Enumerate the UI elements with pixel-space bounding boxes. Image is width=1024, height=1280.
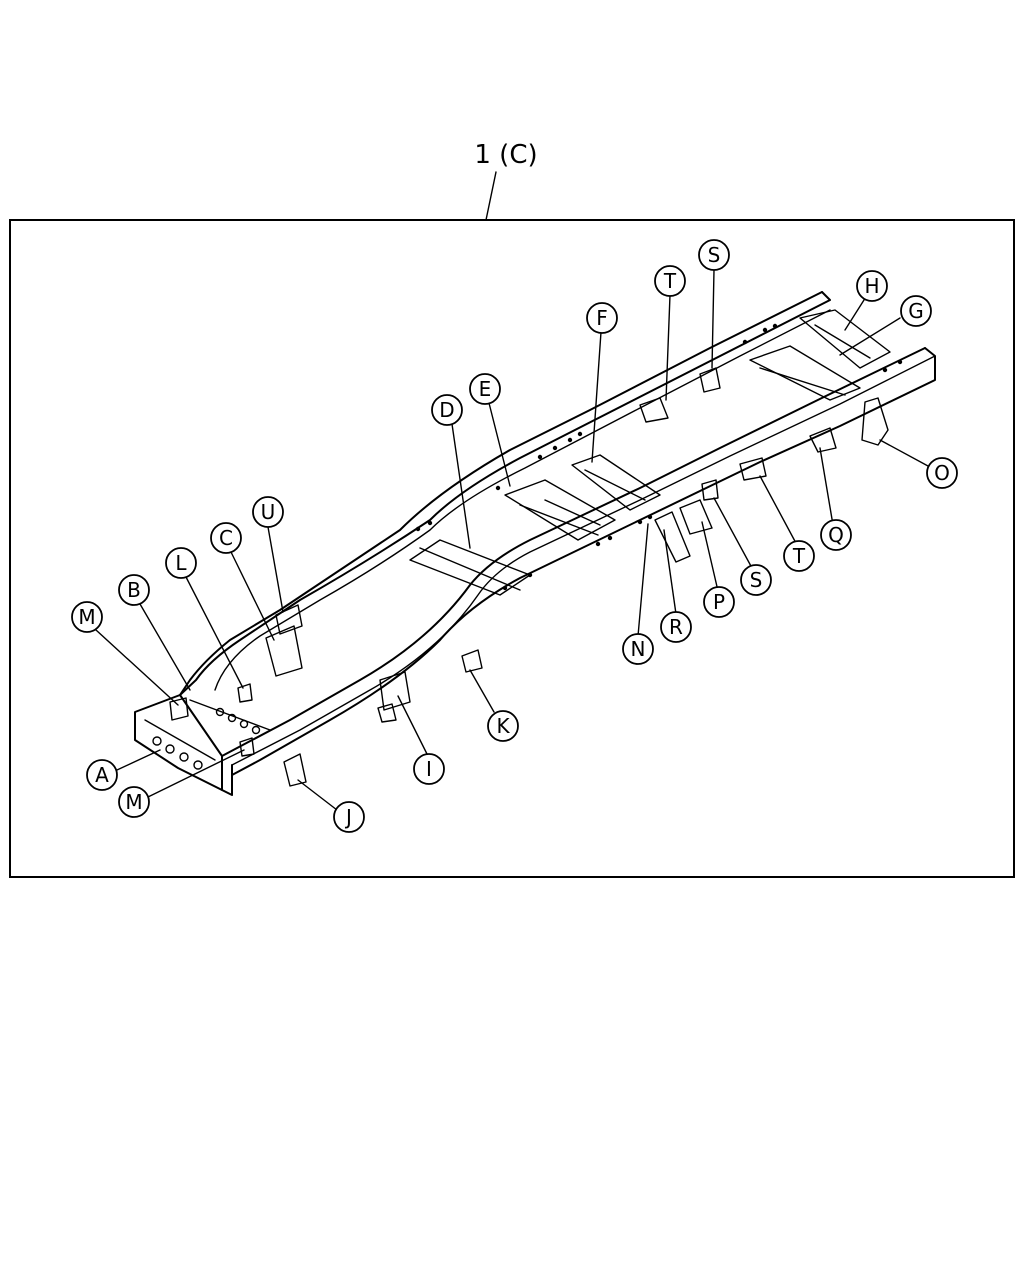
bracket-m-upper [169,697,189,721]
callout-A: A [86,759,118,791]
far-rail-top-edge [179,291,831,696]
far-rail-outer-edge [179,291,823,696]
callout-label: B [127,578,141,602]
crossmember-h [799,309,891,369]
far-rail-lower-edge [214,309,831,691]
callout-label: L [175,551,187,575]
callout-label: Q [828,523,844,547]
callout-B: B [118,574,150,606]
callout-K: K [487,710,519,742]
callout-R: R [660,611,692,643]
leader-lines [95,269,929,811]
rivets [415,323,903,591]
callout-J: J [333,801,365,833]
callout-label: M [125,790,142,814]
callout-label: E [479,377,492,401]
callout-label: I [426,757,432,781]
callout-label: S [750,568,763,592]
callout-label: R [669,615,683,639]
callout-label: O [934,461,950,485]
callout-label: M [78,605,95,629]
callout-label: C [219,526,233,550]
bracket-s-upper [699,367,721,393]
callout-L: L [165,547,197,579]
bracket-i [379,671,411,711]
bracket-c [265,625,303,677]
near-rail-front-end [221,755,233,796]
callout-U: U [252,496,284,528]
callout-P: P [703,586,735,618]
near-rail-inner-edge [231,355,936,766]
callout-O: O [926,457,958,489]
callout-label: T [792,544,806,568]
crossmember-e [504,479,616,541]
bracket-r [654,511,691,563]
callout-S-lower: S [740,564,772,596]
callout-T-lower: T [783,540,815,572]
bracket-l [237,683,253,703]
callout-label: T [663,269,677,293]
crossmember-g [749,345,861,401]
callout-label: H [864,274,879,298]
bracket-j [283,753,307,787]
callout-G: G [900,295,932,327]
near-rail-top-edge [221,347,926,757]
callout-label: K [496,714,510,738]
bracket-m-lower [239,737,255,757]
bracket-t-upper [639,397,669,423]
callout-F: F [586,302,618,334]
callout-C: C [210,522,242,554]
near-rail-bottom-edge [231,347,936,776]
callout-label: A [95,763,109,787]
callout-label: N [631,637,646,661]
diagram-title: 1 (C) [474,140,537,170]
crossmember-f [571,454,661,511]
bracket-q [809,427,837,453]
callout-T-upper: T [654,265,686,297]
callout-M-lower: M [118,786,150,818]
bracket-s-lower [701,479,719,501]
callout-label: G [908,299,924,323]
diagram-border [9,219,1015,878]
callout-label: S [708,243,721,267]
callout-label: P [713,590,725,614]
frame-illustration [134,291,936,796]
front-crossmember [134,694,223,791]
callout-M-upper: M [71,601,103,633]
callout-H: H [856,270,888,302]
callout-I: I [413,753,445,785]
front-crossmember-line [144,719,216,761]
callout-E: E [469,373,501,405]
callout-Q: Q [820,519,852,551]
callout-N: N [622,633,654,665]
callout-S-upper: S [698,239,730,271]
callout-label: D [439,398,454,422]
bracket-p [679,499,713,535]
title-leader-line [485,171,497,221]
callout-D: D [431,394,463,426]
callout-label: J [344,805,352,829]
bracket-o [861,397,889,446]
bracket-k [461,649,483,673]
bracket-u [275,604,303,635]
callout-label: U [261,500,276,524]
callout-label: F [596,306,608,330]
bracket-t-lower [739,457,767,481]
